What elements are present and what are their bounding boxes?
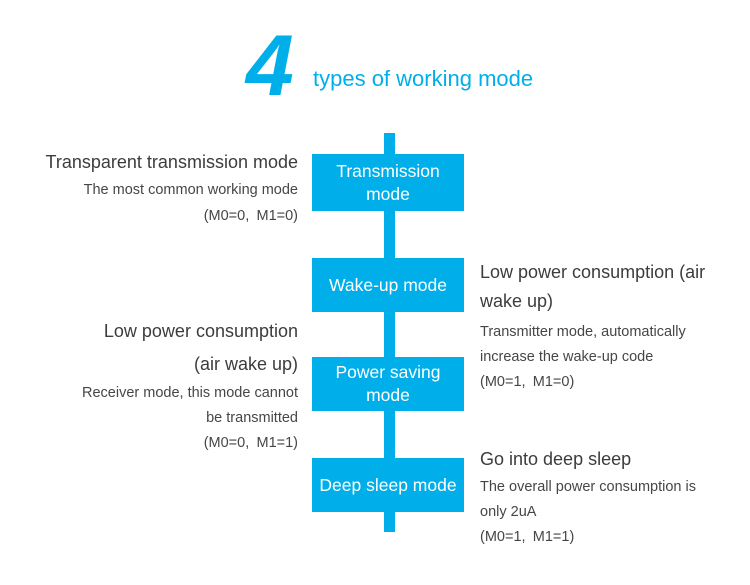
power-saving-mode-box: Power saving mode <box>312 357 464 411</box>
mode-heading: wake up) <box>480 291 554 311</box>
mode-detail-line: The overall power consumption is <box>480 479 696 495</box>
wake-up-mode-description: Low power consumption (air wake up) Tran… <box>480 258 732 395</box>
title-number: 4 <box>246 18 294 114</box>
page-title: types of working mode <box>313 66 534 91</box>
box-label-line: Deep sleep mode <box>319 474 457 495</box>
mode-details: Receiver mode, this mode cannot be trans… <box>28 381 298 456</box>
box-label-line: Wake-up mode <box>328 274 447 295</box>
transmission-mode-box: Transmission mode <box>312 154 464 211</box>
mode-detail-line: Transmitter mode, automatically <box>480 324 686 340</box>
flow-connector-line <box>384 133 395 532</box>
mode-heading: Transparent transmission mode <box>45 152 298 172</box>
transmission-mode-description: Transparent transmission mode The most c… <box>28 147 298 229</box>
mode-detail-line: increase the wake-up code <box>480 349 654 365</box>
mode-pin-config: (M0=1, M1=0) <box>480 374 575 390</box>
mode-details: Transmitter mode, automatically increase… <box>480 320 732 395</box>
mode-detail-line: Receiver mode, this mode cannot <box>82 385 298 401</box>
mode-heading: (air wake up) <box>193 354 298 374</box>
box-label-line: mode <box>366 385 410 405</box>
box-label-line: Transmission <box>336 160 440 181</box>
mode-pin-config: (M0=1, M1=1) <box>480 529 575 545</box>
box-label-line: Power saving <box>335 362 441 382</box>
mode-heading: Low power consumption <box>103 321 298 341</box>
deep-sleep-mode-box: Deep sleep mode <box>312 458 464 512</box>
wake-up-mode-box: Wake-up mode <box>312 258 464 312</box>
deep-sleep-mode-description: Go into deep sleep The overall power con… <box>480 445 738 550</box>
mode-pin-config: (M0=0, M1=1) <box>203 435 298 451</box>
mode-heading: Low power consumption (air <box>480 262 706 282</box>
mode-detail-line: The most common working mode <box>83 182 298 198</box>
mode-detail-line: only 2uA <box>480 504 537 520</box>
power-saving-mode-description: Low power consumption (air wake up) Rece… <box>28 315 298 456</box>
mode-detail-line: be transmitted <box>206 410 298 426</box>
mode-pin-config: (M0=0, M1=0) <box>203 208 298 224</box>
mode-heading: Go into deep sleep <box>480 449 632 469</box>
mode-details: The most common working mode (M0=0, M1=0… <box>28 177 298 229</box>
box-label-line: mode <box>366 183 410 204</box>
mode-details: The overall power consumption is only 2u… <box>480 475 738 550</box>
